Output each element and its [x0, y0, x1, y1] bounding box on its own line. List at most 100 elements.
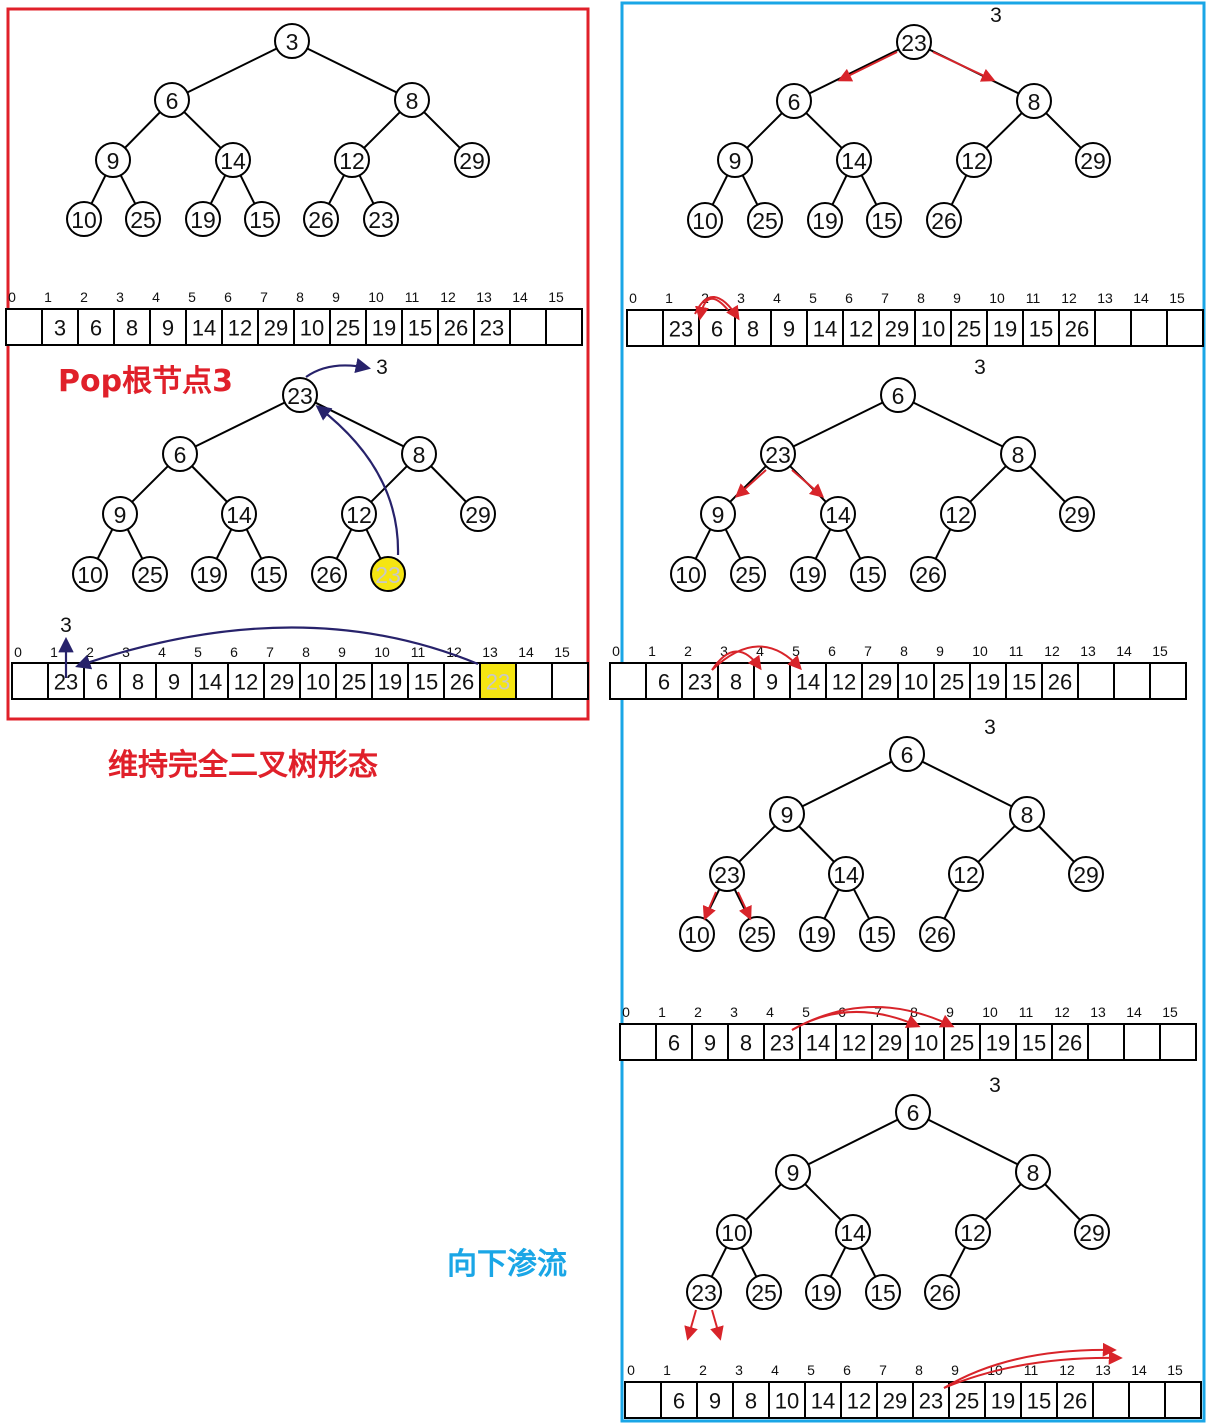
node-value: 9 [729, 148, 742, 174]
node-value: 12 [961, 148, 987, 174]
tree-node: 6 [162, 436, 198, 472]
node-circle [828, 856, 864, 892]
node-value: 25 [744, 922, 770, 948]
array-cell [907, 1023, 945, 1061]
tree-edge [801, 760, 893, 808]
array-cell-value: 25 [940, 670, 964, 695]
tree-edge [831, 174, 848, 206]
array-cell-value: 29 [868, 670, 892, 695]
node-circle [125, 201, 161, 237]
array-cell [1077, 662, 1115, 700]
node-value: 14 [220, 148, 246, 174]
array-index-label: 14 [512, 289, 528, 305]
array-cell-value: 23 [919, 1389, 943, 1414]
tree-node: 25 [747, 202, 783, 238]
node-circle [926, 202, 962, 238]
array-index-label: 13 [1095, 1362, 1111, 1378]
array-cell-value: 19 [993, 317, 1017, 342]
tree-edge [724, 528, 742, 560]
node-circle [739, 916, 775, 952]
array-cell-value: 9 [162, 316, 174, 341]
tree-edge [191, 465, 228, 503]
tree-node: 25 [132, 556, 168, 592]
array-cell-value: 9 [168, 670, 180, 695]
node-circle [282, 377, 318, 413]
tree-edge [745, 1183, 782, 1221]
tree-node: 15 [866, 202, 902, 238]
array-index-label: 5 [802, 1004, 810, 1020]
tree-node: 19 [790, 556, 826, 592]
node-circle [72, 556, 108, 592]
node-circle [341, 496, 377, 532]
node-value: 15 [855, 562, 881, 588]
tree-edge [860, 174, 878, 206]
tree-edge [363, 111, 401, 149]
array-cell [1164, 1381, 1202, 1419]
node-circle [191, 556, 227, 592]
array-cell [1041, 662, 1079, 700]
array-index-label: 8 [917, 290, 925, 306]
node-value: 6 [166, 88, 179, 114]
tree-node: 6 [880, 377, 916, 413]
move-last-to-root-arrow [315, 405, 400, 556]
array-cell [609, 662, 647, 700]
array-cell [155, 662, 193, 700]
node-value: 25 [137, 562, 163, 588]
array-cell-value: 29 [270, 670, 294, 695]
popped-label-5: 3 [984, 716, 996, 739]
tree-node: 9 [775, 1154, 811, 1190]
array-index-label: 4 [158, 644, 166, 660]
array-cell [1166, 309, 1204, 347]
node-circle [1009, 796, 1045, 832]
node-value: 14 [840, 1220, 866, 1246]
array-index-label: 10 [374, 644, 390, 660]
array-cell [624, 1381, 662, 1419]
array-index-label: 6 [845, 290, 853, 306]
tree-edge [711, 174, 729, 206]
array-move-arrow [75, 626, 479, 670]
tree-edge [808, 48, 900, 95]
node-circle [716, 1214, 752, 1250]
node-circle [679, 916, 715, 952]
node-value: 23 [287, 383, 313, 409]
array-index-label: 0 [629, 290, 637, 306]
array-cell-value: 26 [444, 316, 468, 341]
node-value: 9 [781, 802, 794, 828]
compare-left-arrow-3 [702, 891, 717, 921]
node-circle [102, 496, 138, 532]
array-index-label: 4 [756, 643, 764, 659]
node-circle [1059, 496, 1095, 532]
array-index-label: 9 [951, 1362, 959, 1378]
tree-edge [358, 174, 375, 205]
array-cell [473, 308, 511, 346]
node-value: 26 [316, 562, 342, 588]
tree-node: 9 [95, 142, 131, 178]
array-index-label: 12 [1054, 1004, 1070, 1020]
tree-node: 25 [739, 916, 775, 952]
array-cell-value: 15 [1029, 317, 1053, 342]
node-value: 10 [721, 1220, 747, 1246]
tree-edge [823, 888, 840, 920]
node-circle [865, 1274, 901, 1310]
array-index-label: 6 [224, 289, 232, 305]
node-value: 14 [226, 502, 252, 528]
tree-node: 29 [1075, 142, 1111, 178]
tree-node: 23 [709, 856, 745, 892]
tree-edge [430, 465, 467, 503]
node-value: 25 [752, 208, 778, 234]
tree-edge [314, 401, 405, 448]
array-cell [509, 308, 547, 346]
tree-node: 15 [859, 916, 895, 952]
array-index-label: 0 [627, 1362, 635, 1378]
node-value: 6 [174, 442, 187, 468]
array-cell [950, 309, 988, 347]
red-frame [6, 7, 590, 721]
array-cell-value: 6 [668, 1031, 680, 1056]
tree-node: 15 [865, 1274, 901, 1310]
array-index-label: 3 [737, 290, 745, 306]
node-circle [760, 436, 796, 472]
array-cell-value: 6 [96, 670, 108, 695]
array-index-label: 1 [665, 290, 673, 306]
array-index-label: 8 [296, 289, 304, 305]
array-cell [1092, 1381, 1130, 1419]
